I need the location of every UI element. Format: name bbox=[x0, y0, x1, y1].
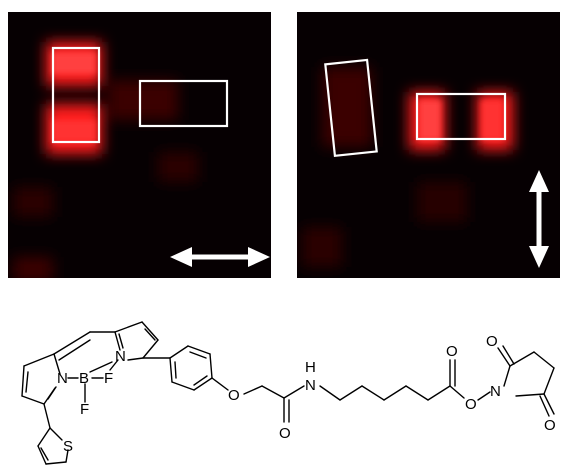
atom-label-n1: N bbox=[57, 370, 68, 387]
bright-emission-core bbox=[419, 100, 441, 140]
horizontal-double-arrow-icon bbox=[170, 247, 270, 267]
bright-emission-core bbox=[481, 100, 503, 140]
atom-label-o-succ-top: O bbox=[486, 333, 498, 350]
atom-label-o-succ-bottom: O bbox=[544, 417, 556, 434]
fluorescence-image-left bbox=[13, 42, 270, 278]
atom-label-o-ether: O bbox=[228, 387, 240, 404]
atom-label-o-ester: O bbox=[465, 396, 477, 413]
fluorescence-image-right bbox=[302, 58, 549, 268]
atom-label-nh-n: N bbox=[305, 377, 316, 394]
bond-lines bbox=[21, 321, 555, 465]
faint-signal bbox=[13, 257, 53, 278]
faint-signal bbox=[417, 182, 467, 222]
chemical-structure: N B F F N S O O H N O O N O O bbox=[21, 321, 556, 465]
atom-label-n-succ: N bbox=[490, 383, 501, 400]
vertical-bar-outline bbox=[324, 58, 378, 158]
vertical-bar-outline bbox=[51, 46, 101, 144]
horizontal-bar-outline bbox=[138, 79, 229, 128]
atom-label-s: S bbox=[63, 438, 73, 455]
faint-signal bbox=[302, 227, 342, 267]
bright-emission-core bbox=[52, 52, 96, 74]
atom-label-b: B bbox=[79, 370, 89, 387]
microscopy-panel-right bbox=[297, 12, 560, 278]
horizontal-bar-outline bbox=[415, 92, 507, 141]
faint-signal bbox=[108, 80, 178, 120]
faint-signal bbox=[13, 187, 53, 217]
atom-label-f1: F bbox=[104, 370, 113, 387]
atom-label-o-ester-carbonyl: O bbox=[446, 343, 458, 360]
bright-emission-core bbox=[52, 120, 96, 142]
atom-label-f2: F bbox=[80, 401, 89, 418]
atom-label-n2: N bbox=[115, 348, 126, 365]
atom-label-nh-h: H bbox=[305, 359, 316, 376]
atom-label-o-amide: O bbox=[279, 425, 291, 442]
faint-signal bbox=[158, 152, 198, 182]
vertical-double-arrow-icon bbox=[529, 170, 549, 268]
microscopy-panel-left bbox=[8, 12, 271, 278]
